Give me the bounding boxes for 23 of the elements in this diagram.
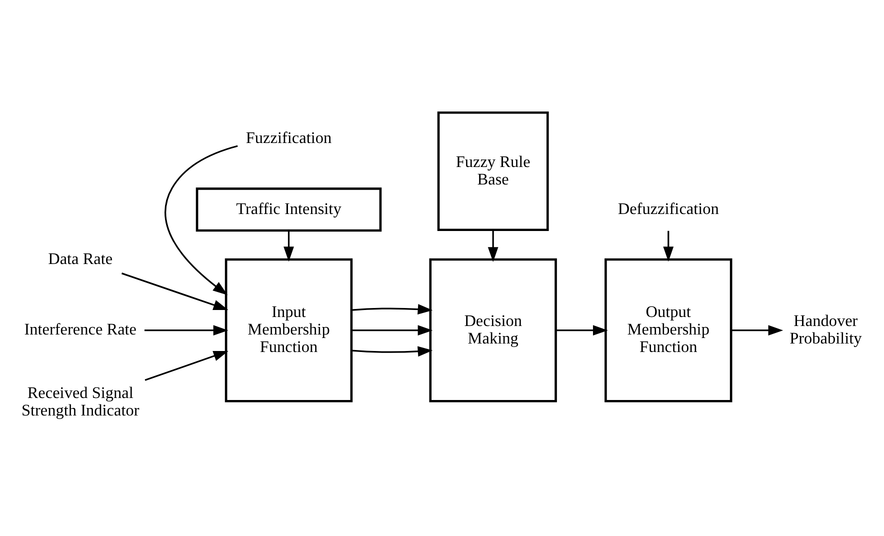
node-box: Decision Making: [429, 258, 557, 402]
arrow: [144, 324, 228, 336]
node-text: Interference Rate: [24, 320, 137, 338]
arrow: [144, 350, 228, 380]
node-text: Defuzzification: [618, 199, 719, 218]
arrow: [556, 324, 608, 336]
node-text: Fuzzification: [246, 128, 332, 147]
arrow: [488, 230, 498, 262]
arrow: [352, 324, 433, 336]
arrow: [731, 324, 784, 336]
node-text: Received Signal Strength Indicator: [21, 383, 140, 419]
arrow: [164, 144, 238, 295]
node-text: Data Rate: [48, 249, 113, 268]
arrow: [663, 230, 674, 262]
node-box: Traffic Intensity: [196, 187, 382, 232]
node-box: Output Membership Function: [604, 258, 732, 402]
arrow: [352, 346, 433, 356]
arrow: [352, 304, 433, 314]
node-box: Fuzzy Rule Base: [437, 110, 549, 231]
node-text: Handover Probability: [790, 311, 862, 347]
node-box: Input Membership Function: [224, 258, 353, 402]
arrow: [284, 230, 294, 262]
arrow: [121, 272, 228, 310]
